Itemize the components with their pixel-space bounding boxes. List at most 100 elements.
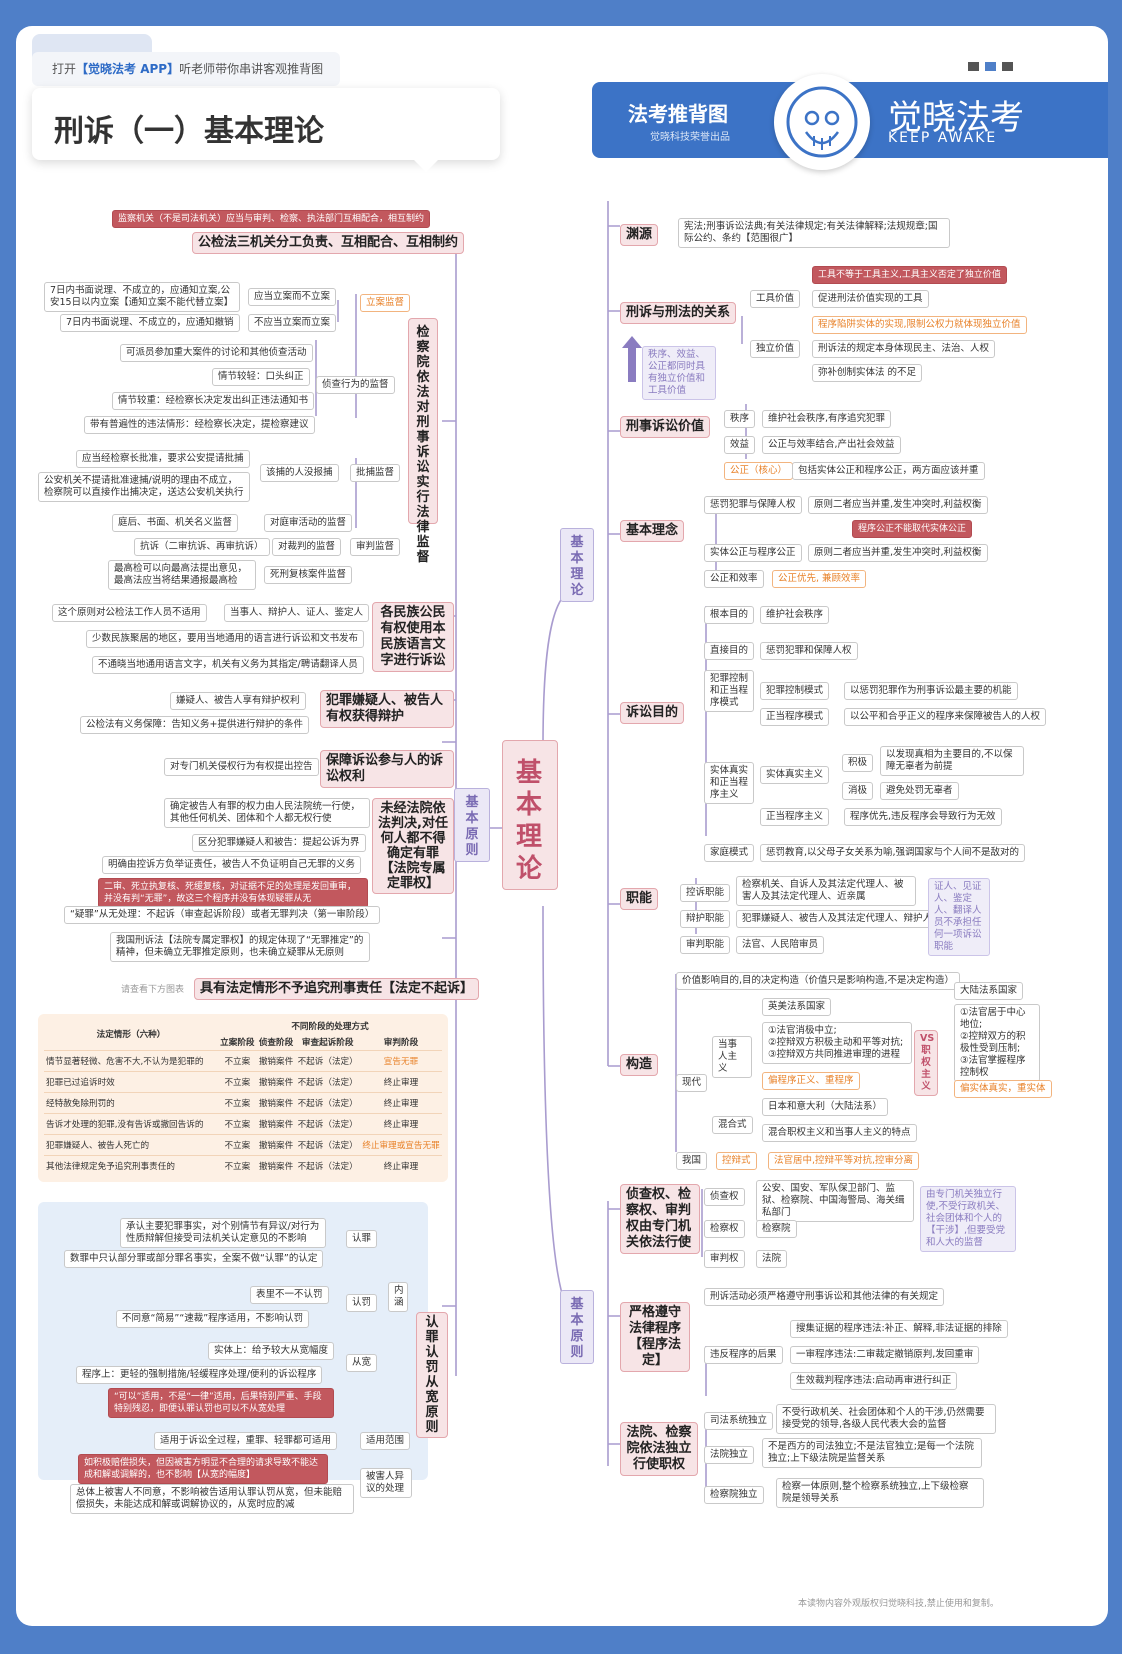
lian-should-not-2-detail: 7日内书面说理、不成立的，应通知撤销 xyxy=(60,314,240,332)
value-order-1: 维护社会秩序,有序追究犯罪 xyxy=(762,410,892,428)
table-cell: 不起诉（法定） xyxy=(295,1134,360,1156)
principle-participant-rights[interactable]: 保障诉讼参与人的诉讼权利 xyxy=(320,750,454,788)
function-prosecution-a: 检察机关、自诉人及其法定代理人、被害人及其法定代理人、近亲属 xyxy=(736,876,916,906)
structure-mixed-2: 混合职权主义和当事人主义的特点 xyxy=(762,1124,917,1142)
relation-tool: 工具价值 xyxy=(750,290,801,308)
plea-victim: 被害人异议的处理 xyxy=(360,1468,412,1498)
table-cell: 告诉才处理的犯罪,没有告诉或撤回告诉的 xyxy=(44,1113,218,1135)
right-hub-principles[interactable]: 基本原则 xyxy=(560,1290,594,1364)
principle-special-organs[interactable]: 侦查权、检察权、审判权由专门机关依法行使 xyxy=(620,1184,700,1254)
plea-accept-1: 表里不一不认罚 xyxy=(250,1286,329,1304)
special-procuratorial: 检察权 xyxy=(704,1220,745,1238)
purpose-control-due: 犯罪控制和正当程序模式 xyxy=(704,670,754,712)
dot-icon xyxy=(985,62,996,71)
value-justice-1: 包括实体公正和程序公正，两方面应该并重 xyxy=(792,462,985,480)
purpose-due-process-1: 程序优先,违反程序会导致行为无效 xyxy=(844,808,1002,826)
purpose-root: 根本目的 xyxy=(704,606,755,624)
independence-2: 法院独立 xyxy=(704,1446,755,1464)
lian-should-not-2: 不应当立案而立案 xyxy=(248,314,337,332)
table-cell: 其他法律规定免予追究刑事责任的 xyxy=(44,1155,218,1176)
procedure-1: 刑诉活动必须严格遵守刑事诉讼和其他法律的有关规定 xyxy=(704,1288,945,1306)
footer-copyright: 本读物内容外观版权归觉晓科技,禁止使用和复制。 xyxy=(798,1599,999,1609)
ethnic-a1: 这个原则对公检法工作人员不适用 xyxy=(52,604,207,622)
theory-relation[interactable]: 刑诉与刑法的关系 xyxy=(620,302,737,324)
structure-inquisitorial-2: ①法官居于中心地位; ②控辩双方的积极性受到压制; ③法官掌握程序控制权 xyxy=(954,1004,1040,1082)
court-a: 确定被告人有罪的权力由人民法院统一行使，其他任何机关、团体和个人都无权行使 xyxy=(164,798,370,828)
relation-independent: 独立价值 xyxy=(750,340,801,358)
arrest-sup-2: 公安机关不提请批准逮捕/说明的理由不成立，检察院可以直接作出捕决定，送达公安机关… xyxy=(38,472,250,502)
principle-statutory-non-prosecution[interactable]: 具有法定情形不予追究刑事责任【法定不起诉】 xyxy=(194,978,480,1000)
table-cell: 不立案 xyxy=(218,1050,257,1072)
theory-purpose[interactable]: 诉讼目的 xyxy=(620,702,685,724)
arrest-supervision[interactable]: 批捕监督 xyxy=(350,464,401,482)
right-hub-theory[interactable]: 基本理论 xyxy=(560,528,594,602)
theory-source[interactable]: 渊源 xyxy=(620,224,659,246)
concept-1: 惩罚犯罪与保障人权 xyxy=(704,496,802,514)
concept-2a: 原则二者应当并重,发生冲突时,利益权衡 xyxy=(808,544,988,562)
table-row: 情节显著轻微、危害不大,不认为是犯罪的不立案撤销案件不起诉（法定）宣告无罪 xyxy=(44,1050,442,1072)
principle-right-to-defense[interactable]: 犯罪嫌疑人、被告人有权获得辩护 xyxy=(320,690,454,728)
window-dots xyxy=(968,56,1013,75)
trial-supervision[interactable]: 审判监督 xyxy=(350,538,401,556)
value-efficiency: 效益 xyxy=(724,436,756,454)
principle-legal-procedure[interactable]: 严格遵守法律程序【程序法定】 xyxy=(620,1302,690,1372)
structure-adversarial: 当事人主义 xyxy=(712,1036,752,1078)
principle-division-of-labor[interactable]: 公检法三机关分工负责、互相配合、互相制约 xyxy=(192,232,465,254)
theory-value[interactable]: 刑事诉讼价值 xyxy=(620,416,711,438)
principle-ethnic-language[interactable]: 各民族公民有权使用本民族语言文字进行诉讼 xyxy=(372,602,454,672)
independence-1: 司法系统独立 xyxy=(704,1412,774,1430)
table-cell: 情节显著轻微、危害不大,不认为是犯罪的 xyxy=(44,1050,218,1072)
structure-adversarial-2: ①法官消极中立; ②控辩双方积极主动和平等对抗; ③控辩双方共同推进审理的进程 xyxy=(762,1022,912,1064)
table-cell: 撤销案件 xyxy=(256,1092,296,1114)
purpose-family: 家庭模式 xyxy=(704,844,755,862)
page-title: 刑诉（一）基本理论 xyxy=(54,114,324,149)
center-node[interactable]: 基本理论 xyxy=(502,740,558,890)
structure-inquisitorial-3: 偏实体真实，重实体 xyxy=(954,1080,1052,1098)
table-cell: 犯罪已过追诉时效 xyxy=(44,1071,218,1093)
purpose-due-process: 正当程序主义 xyxy=(760,808,830,826)
teacher-face-icon xyxy=(786,86,858,158)
defense-a: 嫌疑人、被告人享有辩护权利 xyxy=(170,692,306,710)
principle-procuratorial-supervision[interactable]: 检察院依法对刑事诉讼实行法律监督 xyxy=(408,318,438,565)
value-order: 秩序 xyxy=(724,410,756,428)
principle-independence[interactable]: 法院、检察院依法独立行使职权 xyxy=(620,1422,698,1476)
theory-function[interactable]: 职能 xyxy=(620,888,659,910)
independence-3: 检察院独立 xyxy=(704,1486,764,1504)
principle-court-conviction[interactable]: 未经法院依法判决,对任何人都不得确定有罪【法院专属定罪权】 xyxy=(372,798,454,894)
investigation-supervision[interactable]: 侦查行为的监督 xyxy=(316,376,395,394)
special-note: 由专门机关独立行使,不受行政机关、社会团体和个人的【干涉】,但要受党和人大的监督 xyxy=(920,1186,1016,1252)
court-d: 二审、死立执复核、死缓复核，对证据不足的处理是发回重审，并没有判“无罪”，故这三… xyxy=(98,878,368,908)
theory-structure[interactable]: 构造 xyxy=(620,1054,659,1076)
purpose-due-1: 以公平和合乎正义的程序来保障被告人的人权 xyxy=(844,708,1047,726)
function-trial: 审判职能 xyxy=(680,936,731,954)
purpose-truth-positive-1: 以发现真相为主要目的,不以保障无辜者为前提 xyxy=(880,746,1024,776)
table-col-header: 立案阶段 xyxy=(220,1038,255,1048)
promo-bar[interactable]: 打开【觉晓法考 APP】听老师带你串讲客观推背图 xyxy=(32,52,340,86)
table-col-header: 侦查阶段 xyxy=(258,1038,294,1048)
lian-supervision[interactable]: 立案监督 xyxy=(360,294,411,312)
independence-3a: 检察一体原则,整个检察系统独立,上下级检察院是领导关系 xyxy=(776,1478,984,1508)
function-trial-a: 法官、人民陪审员 xyxy=(736,936,825,954)
table-cell: 不立案 xyxy=(218,1071,257,1093)
table-cell: 不立案 xyxy=(218,1134,257,1156)
structure-modern: 现代 xyxy=(676,1074,708,1092)
special-procuratorial-a: 检察院 xyxy=(756,1220,797,1238)
independence-2a: 不是西方的司法独立;不是法官独立;是每一个法院独立;上下级法院是监督关系 xyxy=(762,1438,982,1468)
court-f: 我国刑诉法【法院专属定罪权】的规定体现了“无罪推定”的精神，但未确立无罪推定原则… xyxy=(110,932,370,962)
special-investigation-a: 公安、国安、军队保卫部门、监狱、检察院、中国海警局、海关缉私部门 xyxy=(756,1180,914,1222)
purpose-truth-positive: 积极 xyxy=(842,754,874,772)
table-cell: 不立案 xyxy=(218,1113,257,1135)
theory-concept[interactable]: 基本理念 xyxy=(620,520,685,542)
table-row: 告诉才处理的犯罪,没有告诉或撤回告诉的不立案撤销案件不起诉（法定）终止审理 xyxy=(44,1113,442,1135)
table-row: 犯罪嫌疑人、被告人死亡的不立案撤销案件不起诉（法定）终止审理或宣告无罪 xyxy=(44,1134,442,1156)
principle-plea-leniency[interactable]: 认罪认罚从宽原则 xyxy=(416,1312,448,1438)
plea-accept: 认罚 xyxy=(346,1294,378,1312)
table-row: 经特赦免除刑罚的不立案撤销案件不起诉（法定）终止审理 xyxy=(44,1092,442,1114)
ethnic-b: 少数民族聚居的地区，要用当地通用的语言进行诉讼和文书发布 xyxy=(86,630,365,648)
left-hub-principles[interactable]: 基本原则 xyxy=(454,788,490,862)
table-cell: 终止审理 xyxy=(360,1092,442,1114)
promo-app[interactable]: 【觉晓法考 APP】 xyxy=(76,62,180,76)
table-cell: 不起诉（法定） xyxy=(295,1113,360,1135)
procedure-2c: 生效裁判程序违法:启动再审进行纠正 xyxy=(790,1372,958,1390)
trial-sup-court-a: 庭后、书面、机关名义监督 xyxy=(112,514,239,532)
